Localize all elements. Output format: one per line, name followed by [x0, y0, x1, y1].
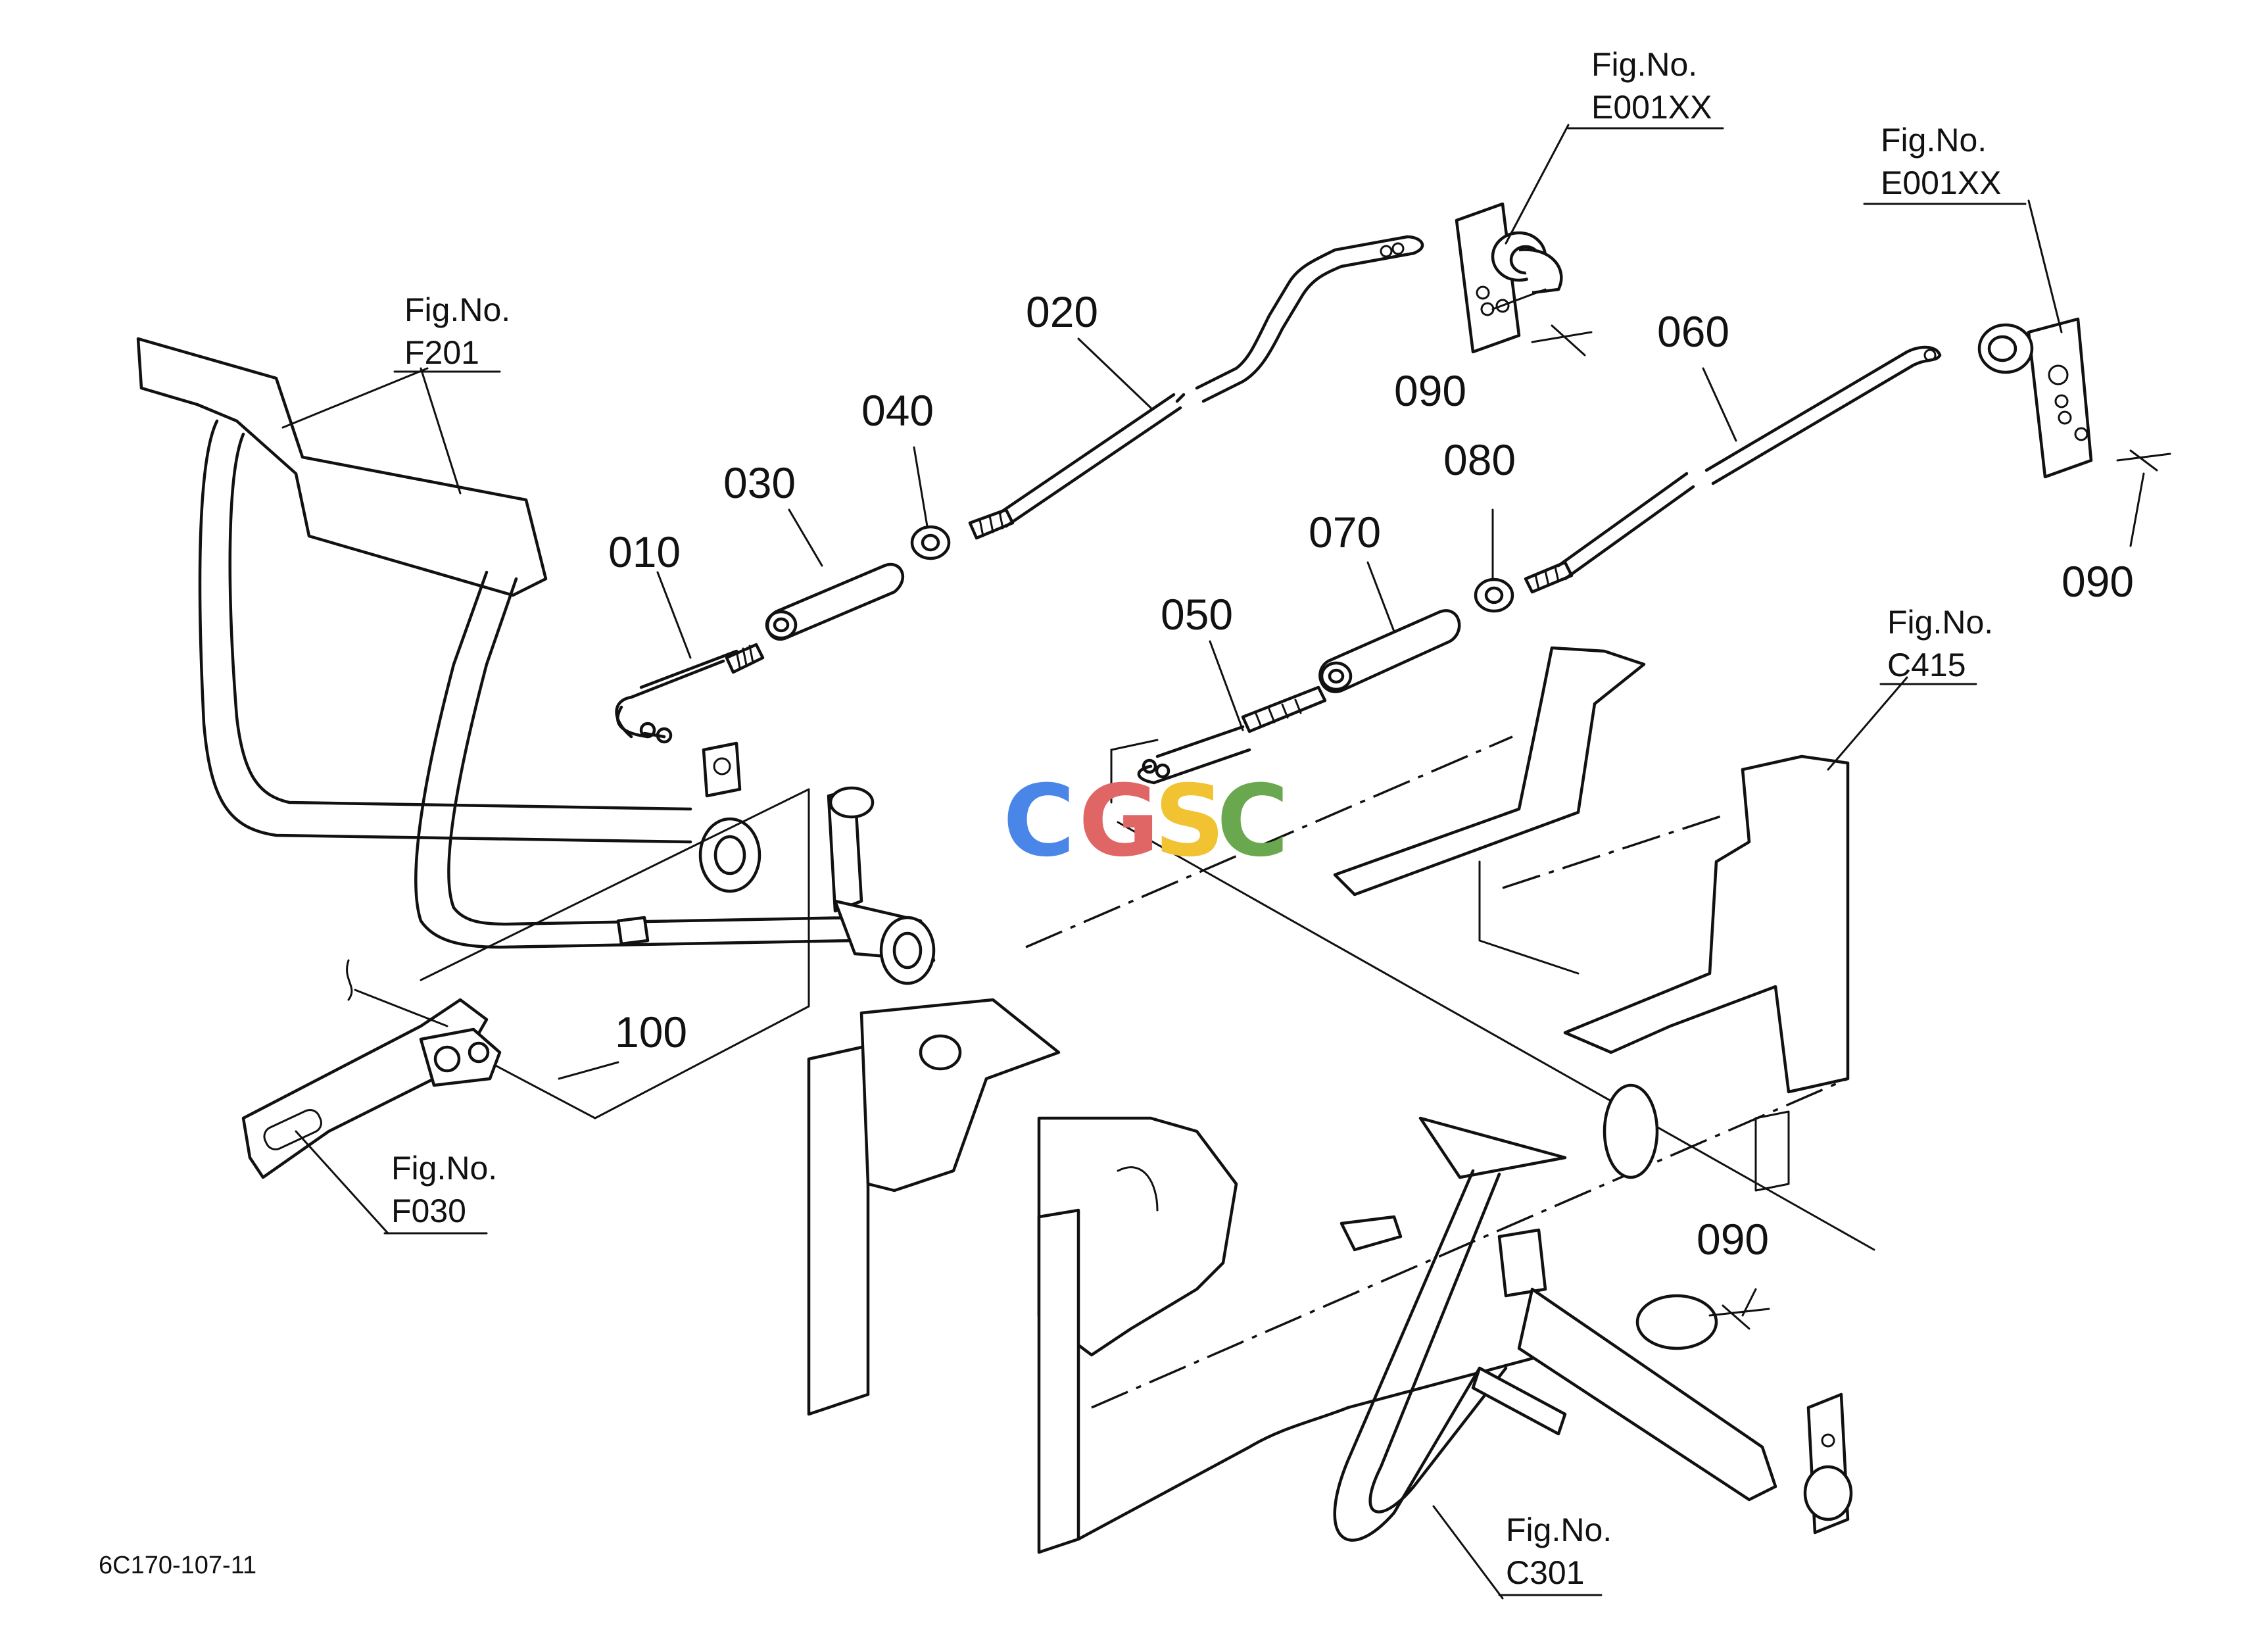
upper-bracket-right [1977, 317, 2171, 479]
label-010: 010 [608, 528, 681, 576]
svg-text:Fig.No.: Fig.No. [404, 291, 510, 328]
svg-text:F201: F201 [404, 334, 479, 371]
cross-shaft-assembly [420, 786, 936, 1119]
svg-text:C301: C301 [1506, 1554, 1585, 1591]
fig-ref-f201: Fig.No. F201 [393, 291, 510, 373]
svg-text:Fig.No.: Fig.No. [391, 1150, 497, 1187]
brake-pedal-assembly [136, 337, 857, 949]
leader-lines [281, 124, 2145, 1600]
fig-ref-c415: Fig.No. C415 [1879, 604, 1993, 685]
svg-text:F030: F030 [391, 1192, 466, 1229]
svg-text:Fig.No.: Fig.No. [1887, 604, 1993, 641]
watermark-letter: C [1003, 764, 1075, 879]
watermark-letter: C [1217, 764, 1289, 879]
svg-text:E001XX: E001XX [1881, 164, 2001, 201]
label-050: 050 [1161, 590, 1233, 639]
label-090-right: 090 [2062, 557, 2134, 606]
label-090-upper: 090 [1394, 366, 1466, 415]
label-020: 020 [1026, 287, 1098, 336]
main-frame [807, 735, 1875, 1554]
svg-text:Fig.No.: Fig.No. [1591, 46, 1697, 83]
fig-ref-c301: Fig.No. C301 [1498, 1512, 1612, 1596]
label-100: 100 [615, 1008, 687, 1056]
label-080: 080 [1443, 435, 1516, 484]
lower-link-plate [241, 959, 502, 1179]
frame-bracket [1333, 646, 1850, 1192]
cgsc-watermark: C G S C [1003, 764, 1289, 879]
label-090-lower: 090 [1697, 1215, 1769, 1264]
label-030: 030 [723, 458, 796, 507]
fig-ref-f030: Fig.No. F030 [383, 1150, 497, 1235]
svg-text:C415: C415 [1887, 647, 1966, 683]
label-070: 070 [1309, 508, 1381, 556]
svg-text:Fig.No.: Fig.No. [1881, 122, 1987, 159]
fig-ref-e001xx-upper: Fig.No. E001XX [1567, 46, 1724, 130]
figure-references: Fig.No. E001XX Fig.No. E001XX Fig.No. F2… [383, 46, 2027, 1596]
label-040: 040 [861, 386, 934, 435]
fig-ref-e001xx-right: Fig.No. E001XX [1863, 122, 2027, 205]
svg-text:Fig.No.: Fig.No. [1506, 1512, 1612, 1548]
watermark-letter: S [1154, 764, 1225, 879]
label-060: 060 [1657, 307, 1729, 356]
rod-assembly-lower [1110, 345, 1942, 804]
upper-bracket-left [1455, 202, 1593, 356]
svg-text:E001XX: E001XX [1591, 89, 1712, 126]
rod-assembly-upper [615, 235, 1424, 744]
watermark-letter: G [1078, 764, 1159, 879]
part-labels: 010 020 030 040 050 060 070 080 090 090 … [608, 287, 2134, 1264]
drawing-number: 6C170-107-11 [99, 1552, 256, 1579]
